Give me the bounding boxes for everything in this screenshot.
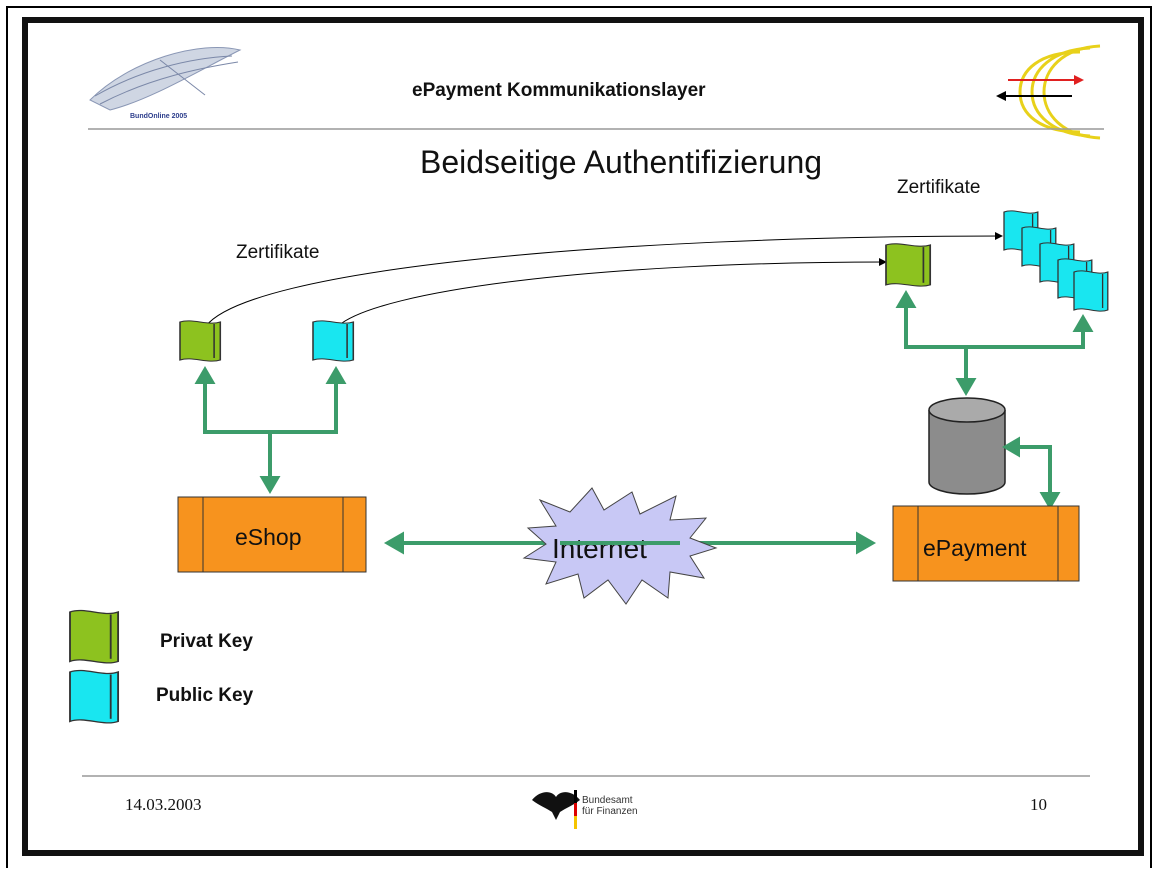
federal-eagle-icon <box>532 792 580 820</box>
epayment-private-key-icon <box>885 242 932 287</box>
certs-label-left: Zertifikate <box>236 242 319 263</box>
eshop-key-connector <box>194 366 347 494</box>
database-icon <box>928 397 1006 495</box>
legend-public-key-icon <box>69 669 120 724</box>
outer-frame <box>6 6 1152 868</box>
legend-public-key-label: Public Key <box>156 685 254 706</box>
cert-curve-inner <box>337 258 887 327</box>
epayment-label: ePayment <box>923 535 1027 561</box>
transmission-logo <box>996 44 1101 140</box>
footer-date: 14.03.2003 <box>125 795 202 814</box>
flag-bar <box>574 790 577 829</box>
certs-label-right: Zertifikate <box>897 177 980 198</box>
eshop-node: eShop <box>177 496 367 573</box>
header-title: ePayment Kommunikationslayer <box>412 80 706 101</box>
ministry-line1: Bundesamt <box>582 795 633 806</box>
internet-label: Internet <box>552 533 647 564</box>
internet-connector <box>383 531 877 555</box>
slide-title: Beidseitige Authentifizierung <box>420 144 822 180</box>
internet-cloud: Internet <box>522 487 718 605</box>
eshop-label: eShop <box>235 524 302 550</box>
public-key-stack-icon <box>1003 210 1109 312</box>
ministry-line2: für Finanzen <box>582 806 638 817</box>
epayment-key-connector <box>895 290 1094 396</box>
bundonline-logo: BundOnline 2005 <box>89 47 242 120</box>
cert-curve-outer <box>205 232 1003 327</box>
legend-private-key-icon <box>69 609 120 664</box>
database-connector <box>1002 436 1061 510</box>
epayment-node: ePayment <box>892 505 1080 582</box>
bundonline-logo-text: BundOnline 2005 <box>130 113 187 120</box>
legend-private-key-label: Privat Key <box>160 631 253 652</box>
eshop-private-key-icon <box>179 320 222 362</box>
page-number: 10 <box>1030 795 1047 814</box>
eshop-public-key-icon <box>312 320 355 362</box>
